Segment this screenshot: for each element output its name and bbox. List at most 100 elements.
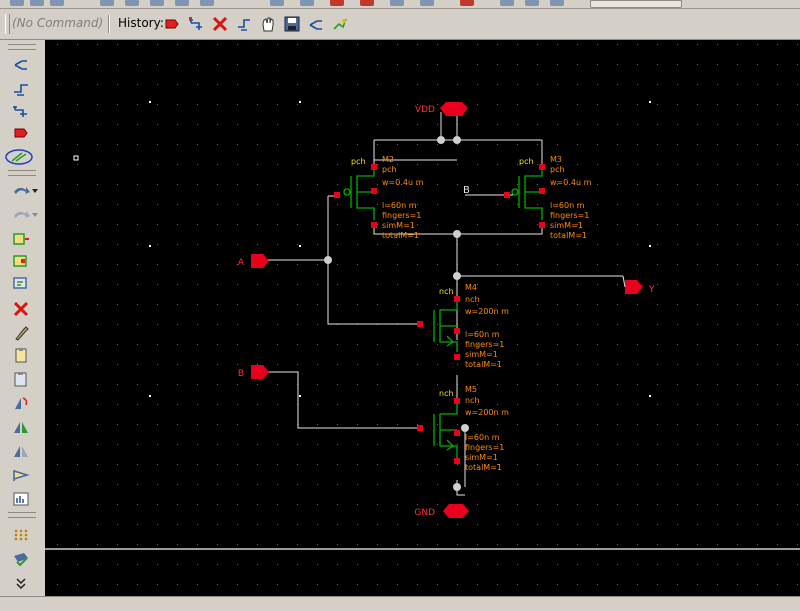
pin-a[interactable]: A <box>238 254 269 268</box>
toolbar-grip[interactable] <box>5 14 10 34</box>
m5-l: l=60n m <box>465 433 500 442</box>
m4-type: nch <box>439 287 454 296</box>
toolbar-icon[interactable] <box>390 0 404 6</box>
delete-icon[interactable] <box>163 15 181 33</box>
status-bar <box>0 596 800 611</box>
toolbar-grip[interactable] <box>8 170 36 176</box>
m5-type: nch <box>439 389 454 398</box>
add-wire-name-icon[interactable] <box>11 102 31 120</box>
instance-m4[interactable]: nch M4 nch w=200n m l=60n m fingers=1 si… <box>417 283 509 369</box>
m5-totalm: totalM=1 <box>465 463 502 472</box>
rotate-icon[interactable] <box>11 394 31 412</box>
stretch-icon[interactable] <box>4 148 34 166</box>
instance-m2[interactable]: pch M2 pch w=0.4u m l=60n m fingers=1 si… <box>334 155 424 240</box>
pin-b[interactable]: B <box>238 365 269 379</box>
canvas-grid <box>45 40 800 596</box>
save-icon[interactable] <box>283 15 301 33</box>
m5-simm: simM=1 <box>465 453 498 462</box>
schematic-drawing[interactable]: VDD GND A B Y B <box>45 40 800 596</box>
add-pin-icon[interactable] <box>11 56 31 74</box>
m4-w: w=200n m <box>465 307 509 316</box>
add-pin-dialog-icon[interactable] <box>11 252 31 270</box>
grid-icon[interactable] <box>11 526 31 544</box>
m3-fingers: fingers=1 <box>550 211 589 220</box>
m3-w: w=0.4u m <box>550 178 592 187</box>
toolbar-icon[interactable] <box>460 0 474 6</box>
paste-icon[interactable] <box>11 370 31 388</box>
instance-m5[interactable]: nch M5 nch w=200n m l=60n m fingers=1 si… <box>417 385 509 472</box>
m3-type: pch <box>519 157 534 166</box>
pin-y[interactable]: Y <box>625 280 655 295</box>
delete-icon[interactable] <box>11 124 31 142</box>
toolbar-icon[interactable] <box>420 0 434 6</box>
undo-icon[interactable] <box>11 182 39 200</box>
toolbar-icon[interactable] <box>175 0 189 6</box>
toolbar-icon[interactable] <box>360 0 374 6</box>
m2-model: pch <box>382 165 397 174</box>
pin-vdd[interactable]: VDD <box>415 102 468 116</box>
history-label: History: <box>118 16 164 30</box>
command-status: (No Command) <box>12 16 104 30</box>
instance-m3[interactable]: pch M3 pch w=0.4u m l=60n m fingers=1 si… <box>504 155 592 240</box>
toolbar-icon[interactable] <box>50 0 64 6</box>
command-bar: (No Command) History: <box>0 9 800 40</box>
more-icon[interactable] <box>11 574 31 592</box>
m2-type: pch <box>351 157 366 166</box>
pan-hand-icon[interactable] <box>259 15 277 33</box>
toolbar-icon[interactable] <box>125 0 139 6</box>
m3-simm: simM=1 <box>550 221 583 230</box>
pin-icon[interactable] <box>187 15 205 33</box>
copy-icon[interactable] <box>11 346 31 364</box>
wire-icon[interactable] <box>235 15 253 33</box>
m4-totalm: totalM=1 <box>465 360 502 369</box>
toolbar-icon[interactable] <box>500 0 514 6</box>
toolbar-icon[interactable] <box>525 0 539 6</box>
top-toolbar-strip <box>0 0 800 9</box>
m5-model: nch <box>465 396 480 405</box>
m5-w: w=200n m <box>465 408 509 417</box>
create-label-icon[interactable] <box>11 274 31 292</box>
pin-gnd[interactable]: GND <box>414 504 469 518</box>
toolbar-grip[interactable] <box>8 512 36 518</box>
close-icon[interactable] <box>211 15 229 33</box>
wire-name-icon[interactable] <box>331 15 349 33</box>
toolbar-field[interactable] <box>590 0 682 8</box>
m4-simm: simM=1 <box>465 350 498 359</box>
toolbar-icon[interactable] <box>30 0 44 6</box>
toolbar-icon[interactable] <box>330 0 344 6</box>
m3-model: pch <box>550 165 565 174</box>
m5-name: M5 <box>465 385 477 394</box>
schematic-canvas[interactable]: VDD GND A B Y B <box>45 40 800 596</box>
m2-w: w=0.4u m <box>382 178 424 187</box>
toolbar-icon[interactable] <box>100 0 114 6</box>
m4-fingers: fingers=1 <box>465 340 504 349</box>
toolbar-icon[interactable] <box>550 0 564 6</box>
m4-model: nch <box>465 295 480 304</box>
save-ok-icon[interactable] <box>11 550 31 568</box>
pin-b-label: B <box>238 369 244 379</box>
mirror-icon[interactable] <box>11 418 31 436</box>
add-pin-icon[interactable] <box>307 15 325 33</box>
pin-y-label: Y <box>648 285 655 295</box>
symbol-icon[interactable] <box>11 490 31 508</box>
pin-vdd-label: VDD <box>415 105 435 115</box>
add-instance-icon[interactable] <box>11 230 31 248</box>
toolbar-icon[interactable] <box>300 0 314 6</box>
m2-fingers: fingers=1 <box>382 211 421 220</box>
toolbar-icon[interactable] <box>270 0 284 6</box>
properties-icon[interactable] <box>11 324 31 342</box>
m2-l: l=60n m <box>382 201 417 210</box>
redo-icon[interactable] <box>11 206 39 224</box>
wires <box>265 112 623 496</box>
flip-icon[interactable] <box>11 442 31 460</box>
toolbar-icon[interactable] <box>200 0 214 6</box>
check-save-icon[interactable] <box>11 466 31 484</box>
m3-l: l=60n m <box>550 201 585 210</box>
toolbar-icon[interactable] <box>10 0 24 6</box>
m2-simm: simM=1 <box>382 221 415 230</box>
wire-icon[interactable] <box>11 80 31 98</box>
remove-icon[interactable] <box>11 300 31 318</box>
toolbar-icon[interactable] <box>150 0 164 6</box>
pin-gnd-label: GND <box>414 508 435 518</box>
toolbar-grip[interactable] <box>8 44 36 50</box>
